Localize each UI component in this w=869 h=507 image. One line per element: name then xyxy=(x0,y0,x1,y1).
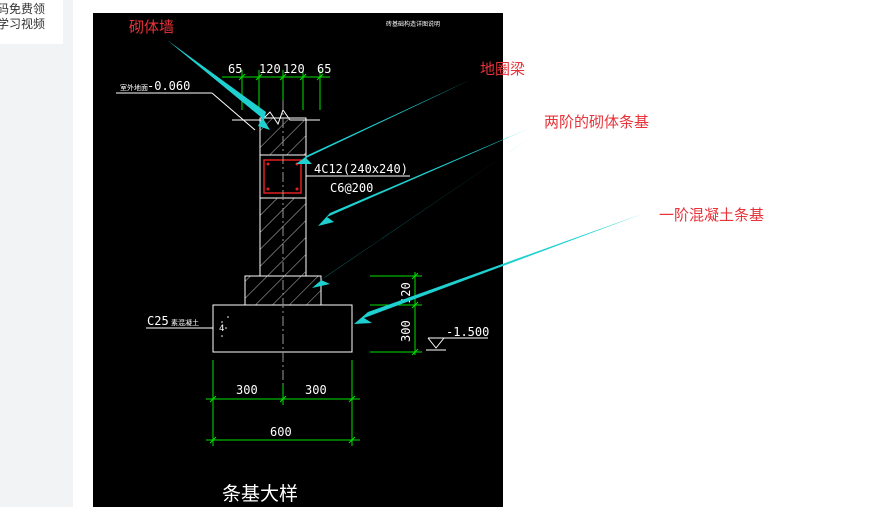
dim-top-2: 120 xyxy=(259,62,281,76)
drawing-title: 条基大样 xyxy=(222,483,298,505)
concrete-triangle-mark: 4 xyxy=(219,324,224,334)
elevation-top-marker: 室外地面 -0.060 xyxy=(116,79,256,131)
elevation-top-value: -0.060 xyxy=(147,79,190,93)
dim-right-lower: 300 xyxy=(399,320,413,342)
elevation-bottom-marker xyxy=(426,337,488,351)
dim-bottom-2: 300 xyxy=(305,383,327,397)
dim-top-4: 65 xyxy=(317,62,331,76)
elevation-top-label: 室外地面 xyxy=(120,83,148,92)
arrow-ground-beam xyxy=(296,80,470,164)
concrete-label: C25 xyxy=(147,314,169,328)
rebar-dot xyxy=(295,187,299,191)
dim-top-3: 120 xyxy=(283,62,305,76)
stirrup-spec: C6@200 xyxy=(330,181,373,195)
promo-line-1: 码免费领 xyxy=(0,2,46,16)
dim-top-1: 65 xyxy=(228,62,242,76)
arrow-two-step-upper xyxy=(318,128,530,226)
elevation-bottom-value: -1.500 xyxy=(446,325,489,339)
annotation-ground-beam: 地圈梁 xyxy=(480,60,525,78)
dimension-bottom xyxy=(206,360,360,446)
dim-total: 600 xyxy=(270,425,292,439)
concrete-speckle xyxy=(221,316,229,337)
annotation-two-step-masonry: 两阶的砌体条基 xyxy=(544,113,649,131)
dim-bottom-1: 300 xyxy=(236,383,258,397)
concrete-label-suffix: 素混凝土 xyxy=(171,318,199,327)
dimension-right xyxy=(370,272,422,356)
dimension-top xyxy=(222,70,330,110)
left-sidebar: 码免费领 学习视频 xyxy=(0,0,73,507)
rebar-dot xyxy=(266,162,270,166)
beam-spec: 4C12(240x240) xyxy=(314,162,408,176)
promo-card[interactable]: 码免费领 学习视频 xyxy=(0,0,63,44)
annotation-masonry-wall: 砌体墙 xyxy=(129,18,174,36)
promo-line-2: 学习视频 xyxy=(0,17,46,31)
drawing-top-note: 砖基础构造详图说明 xyxy=(386,20,440,28)
annotation-one-step-concrete: 一阶混凝土条基 xyxy=(659,206,764,224)
rebar-dot xyxy=(266,187,270,191)
annotation-arrows xyxy=(167,40,642,324)
arrow-concrete xyxy=(354,214,642,324)
arrow-two-step-lower xyxy=(312,138,530,288)
